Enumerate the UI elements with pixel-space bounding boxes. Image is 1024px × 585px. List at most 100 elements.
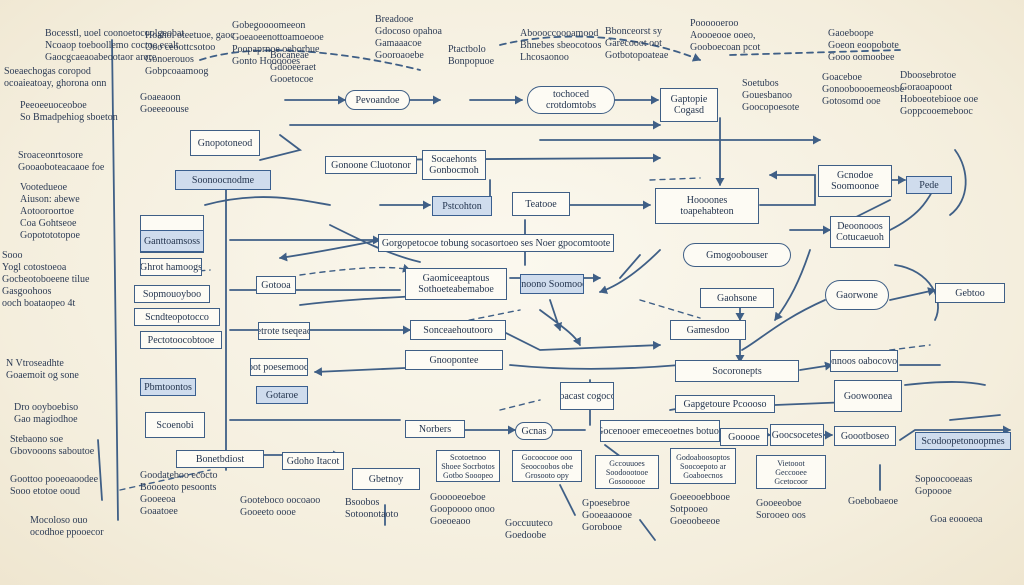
connector-arrow (904, 381, 986, 386)
annotation: Bsoobos Sotoonotaoto (345, 497, 399, 520)
annotation: Goodateboo ecocto Boooeoto pesoonts Gooe… (140, 470, 218, 517)
annotation: Peeoeeuoceoboe So Bmadpehiog sboeton (20, 100, 118, 123)
connector-arrow (539, 309, 581, 346)
flow-node[interactable]: Gotaroe (256, 386, 308, 404)
connector-arrow (204, 196, 331, 206)
flow-node[interactable]: Gnopotoneod (190, 130, 260, 156)
annotation: Goa eoooeoa (930, 514, 983, 525)
flow-node[interactable]: Gooooe (720, 428, 768, 446)
annotation: Soeaechogas coropod ocoaieatoay, ghorona… (4, 66, 107, 89)
flow-node[interactable]: Goowoonea (834, 380, 902, 412)
flow-node[interactable]: Vietooot Geccooee Gcetocoor (756, 455, 826, 489)
flow-node[interactable]: tochoced crotdomtobs (527, 86, 615, 114)
connector-arrow (889, 287, 936, 301)
dashed-connector (499, 399, 541, 411)
flow-node[interactable]: Ghrot hamoogs (140, 258, 202, 276)
flow-node[interactable]: Gaptopie Cogasd (660, 88, 718, 122)
flow-node[interactable]: Teatooe (512, 192, 570, 216)
connector-arrow (329, 224, 421, 263)
flow-node[interactable]: Bonetbdiost (176, 450, 264, 468)
flow-node[interactable]: Gccouuoes Soodoootooe Gosoooooe (595, 455, 659, 489)
flow-node[interactable]: Gaohsone (700, 288, 774, 308)
flow-node[interactable]: Gonoono Soomoocor (520, 274, 584, 294)
flow-node[interactable]: Pstcohton (432, 196, 492, 216)
annotation: Sroaceonrtosore Gooaoboteacaaoe foe (18, 150, 105, 173)
dashed-connector (119, 469, 211, 491)
connector-arrow (599, 249, 661, 294)
flow-node[interactable]: Gapgetoure Pcoooso (675, 395, 775, 413)
connector-arrow (894, 264, 939, 321)
flow-node[interactable]: Gebtoo (935, 283, 1005, 303)
connector-arrow (299, 295, 421, 306)
annotation: N Vtroseadhte Goaemoit og sone (6, 358, 79, 381)
annotation: Goccuuteco Goedoobe (505, 518, 553, 541)
flow-node[interactable]: Pbmtoontos (140, 378, 196, 396)
flow-node[interactable]: Socoronepts (675, 360, 799, 382)
annotation: Goaeaoon Goeeeoouse (140, 92, 189, 115)
flow-node[interactable]: Pede (906, 176, 952, 194)
annotation: Hoahoi oteetuoe, gaoc Ooo ceoottcsotoo G… (145, 30, 235, 77)
flow-node[interactable]: Socaehonts Gonbocmoh (422, 150, 486, 180)
flow-node[interactable]: Gaomiceeaptous Sothoeteabemaboe (405, 268, 507, 300)
flow-node[interactable]: Gdoho Itacot (282, 452, 344, 470)
connector-arrow (759, 170, 816, 206)
flow-node[interactable]: Gonoone Cluotonor (325, 156, 417, 174)
annotation: Gobegoooomeeon Goeaoeenottoamoeooe Poopa… (232, 20, 324, 67)
left-rail-line (97, 439, 103, 501)
flow-node[interactable]: Gocenooer emeceoetnes botuon (600, 420, 720, 442)
annotation: Gooeeoboe Sorooeo oos (756, 498, 806, 521)
flow-node[interactable]: Pevoandoe (345, 90, 410, 110)
connector-arrow (899, 425, 1011, 441)
flow-node[interactable]: Scotoetnoo Shoee Socrbotos Gotbo Sooopeo (436, 450, 500, 482)
connector-arrow (559, 484, 576, 516)
flow-node[interactable]: Gatoot poesemoocoets (250, 358, 308, 376)
annotation: Goaceboe Gonooboooemeosbe Gotosomd ooe (822, 72, 905, 107)
flow-node[interactable]: Gaorwone (825, 280, 889, 310)
flow-node[interactable]: Gnoopontee (405, 350, 503, 370)
dashed-connector (729, 49, 901, 56)
flow-node[interactable]: Gamesdoo (670, 320, 746, 340)
flow-node[interactable]: Goootboseo (834, 426, 896, 446)
dashed-connector (199, 49, 421, 71)
annotation: Aboooccoooamood Bhnebes sbeocotoos Lhcos… (520, 28, 602, 63)
annotation: Goeeooebbooe Sotpooeo Goeoobeeoe (670, 492, 730, 527)
connector-arrow (799, 361, 833, 371)
flow-node[interactable]: Toonnoos oabocovodoe (830, 350, 898, 372)
connector-arrow (949, 149, 967, 216)
dashed-connector (639, 299, 701, 319)
connector-arrow (259, 134, 303, 161)
flow-node[interactable]: Scoenobi (145, 412, 205, 438)
annotation: Sopoocooeaas Gopoooe (915, 474, 973, 497)
flow-node[interactable]: Pectotoocobtooe (140, 331, 222, 349)
connector-arrow (549, 299, 563, 331)
flow-node[interactable]: Deoonooos Cotucaeuoh (830, 216, 890, 248)
flow-node[interactable]: Scndteopotocco (134, 308, 220, 326)
flow-node[interactable]: Gocoocooe ooo Seoocoobos obe Grosooto op… (512, 450, 582, 482)
flow-node[interactable]: Norbers (405, 420, 465, 438)
flow-node[interactable]: Godoaboosoptos Soocoepoto ar Goaboecnos (670, 448, 736, 484)
flow-node[interactable]: Ganttoamsoss (140, 230, 204, 252)
annotation: Gpoesebroe Gooeaaoooe Gorobooe (582, 498, 632, 533)
annotation: Gaoeboope Goeon eoopobote Gooo oomoobee (828, 28, 899, 63)
flow-node[interactable]: Soonoocnodme (175, 170, 271, 190)
flow-node[interactable]: Gcnas (515, 422, 553, 440)
flow-node[interactable]: Sonceaehoutooro (410, 320, 506, 340)
flow-node[interactable]: Gorgopetocoe tobung socasortoeo ses Noer… (378, 234, 614, 252)
flow-node[interactable]: Pretrote tseqeaoor (258, 322, 310, 340)
connector-arrow (741, 299, 826, 351)
flow-node[interactable]: Gmogoobouser (683, 243, 791, 267)
flow-node[interactable]: Hoooones toapehabteon (655, 188, 759, 224)
connector-arrow (774, 249, 811, 321)
annotation: Bbonceorst sy Garecooot oot Gotbotopoate… (605, 26, 669, 61)
flow-node[interactable]: Gotooa (256, 276, 296, 294)
flow-node[interactable]: Stogoooacast cogocolmotos (560, 382, 614, 410)
annotation: Gooteboco oocoaoo Gooeeto oooe (240, 495, 321, 518)
dashed-connector (649, 177, 701, 181)
annotation: Stebaono soe Gbovooons saboutoe (10, 434, 95, 457)
flow-node[interactable]: Scodoopetonoopmes (915, 432, 1011, 450)
flow-node[interactable]: Sopmouoyboo (134, 285, 210, 303)
flow-node[interactable]: Gbetnoy (352, 468, 420, 490)
annotation: Goebobaeoe (848, 496, 898, 507)
flow-node[interactable]: Gcnodoe Soomoonoe (818, 165, 892, 197)
flow-node[interactable]: Goocsocetes (770, 424, 824, 446)
